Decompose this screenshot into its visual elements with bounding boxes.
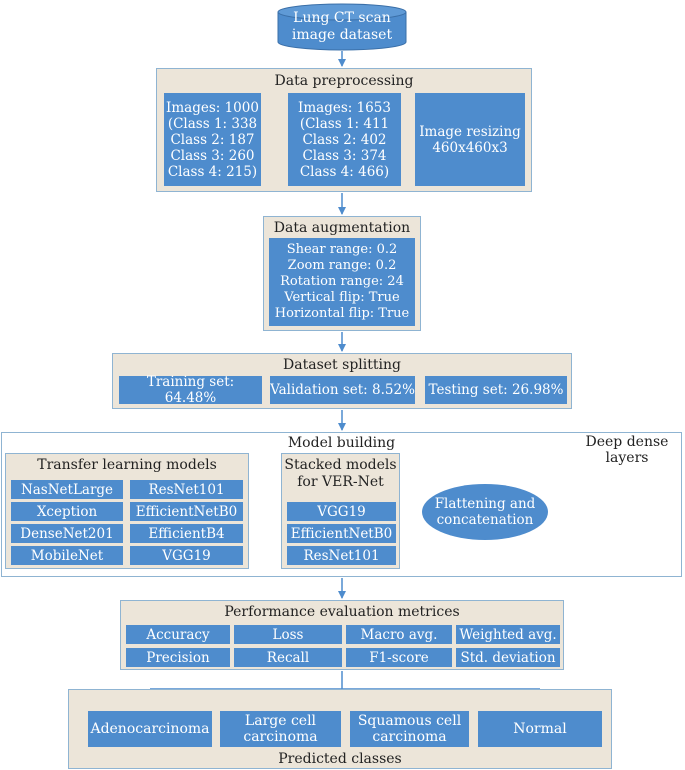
metric-recall: Recall [234,648,342,667]
metric-std-deviation: Std. deviation [456,648,560,667]
preprocessing-panel: Data preprocessing Images: 1000 (Class 1… [156,68,532,192]
dataset-cylinder [277,3,407,51]
training-set-box: Training set: 64.48% [119,374,262,406]
model-building-title: Model building [287,435,396,451]
model-efficientb4: EfficientB4 [130,524,243,543]
stacked-models-panel: Stacked models for VER-Net VGG19 Efficie… [281,453,400,569]
class-adenocarcinoma: Adenocarcinoma [88,711,212,747]
splitting-panel: Dataset splitting Training set: 64.48% V… [112,353,572,409]
metric-precision: Precision [126,648,230,667]
validation-set-box: Validation set: 8.52% [270,376,415,404]
class-squamous-cell-carcinoma: Squamous cell carcinoma [350,711,469,747]
model-xception: Xception [11,502,123,521]
transfer-learning-title: Transfer learning models [37,457,217,473]
testing-set-box: Testing set: 26.98% [425,376,567,404]
stacked-efficientnetb0: EfficientNetB0 [287,524,396,543]
splitting-title: Dataset splitting [283,357,401,373]
image-resizing-box: Image resizing 460x460x3 [415,93,525,186]
metrics-panel: Performance evaluation metrices Accuracy… [120,600,564,670]
class-large-cell-carcinoma: Large cell carcinoma [220,711,341,747]
augmented-images-box: Images: 1653 (Class 1: 411 Class 2: 402 … [288,93,401,186]
model-nasnetlarge: NasNetLarge [11,480,123,499]
flattening-ellipse: Flattening and concatenation [422,484,548,540]
transfer-learning-panel: Transfer learning models NasNetLarge Res… [5,453,249,569]
original-images-box: Images: 1000 (Class 1: 338 Class 2: 187 … [164,93,261,186]
model-efficientnetb0: EfficientNetB0 [130,502,243,521]
metric-weighted-avg: Weighted avg. [456,625,560,644]
metric-f1-score: F1-score [346,648,452,667]
model-resnet101: ResNet101 [130,480,243,499]
model-vgg19: VGG19 [130,546,243,565]
dataset-label: Lung CT scan image dataset [291,10,393,43]
augmentation-panel: Data augmentation Shear range: 0.2 Zoom … [263,216,421,331]
class-normal: Normal [478,711,602,747]
predicted-classes-title: Predicted classes [278,751,402,767]
model-mobilenet: MobileNet [11,546,123,565]
metric-macro-avg: Macro avg. [346,625,452,644]
preprocessing-title: Data preprocessing [274,73,414,89]
metric-accuracy: Accuracy [126,625,230,644]
stacked-vgg19: VGG19 [287,502,396,521]
metric-loss: Loss [234,625,342,644]
augmentation-params-box: Shear range: 0.2 Zoom range: 0.2 Rotatio… [269,238,415,326]
predicted-classes-panel: Predicted classes Adenocarcinoma Large c… [68,689,612,769]
model-densenet201: DenseNet201 [11,524,123,543]
stacked-resnet101: ResNet101 [287,546,396,565]
augmentation-title: Data augmentation [273,220,411,236]
stacked-models-title: Stacked models for VER-Net [284,457,397,490]
metrics-title: Performance evaluation metrices [224,604,460,620]
dense-layers-label: Deep dense layers [585,434,669,466]
